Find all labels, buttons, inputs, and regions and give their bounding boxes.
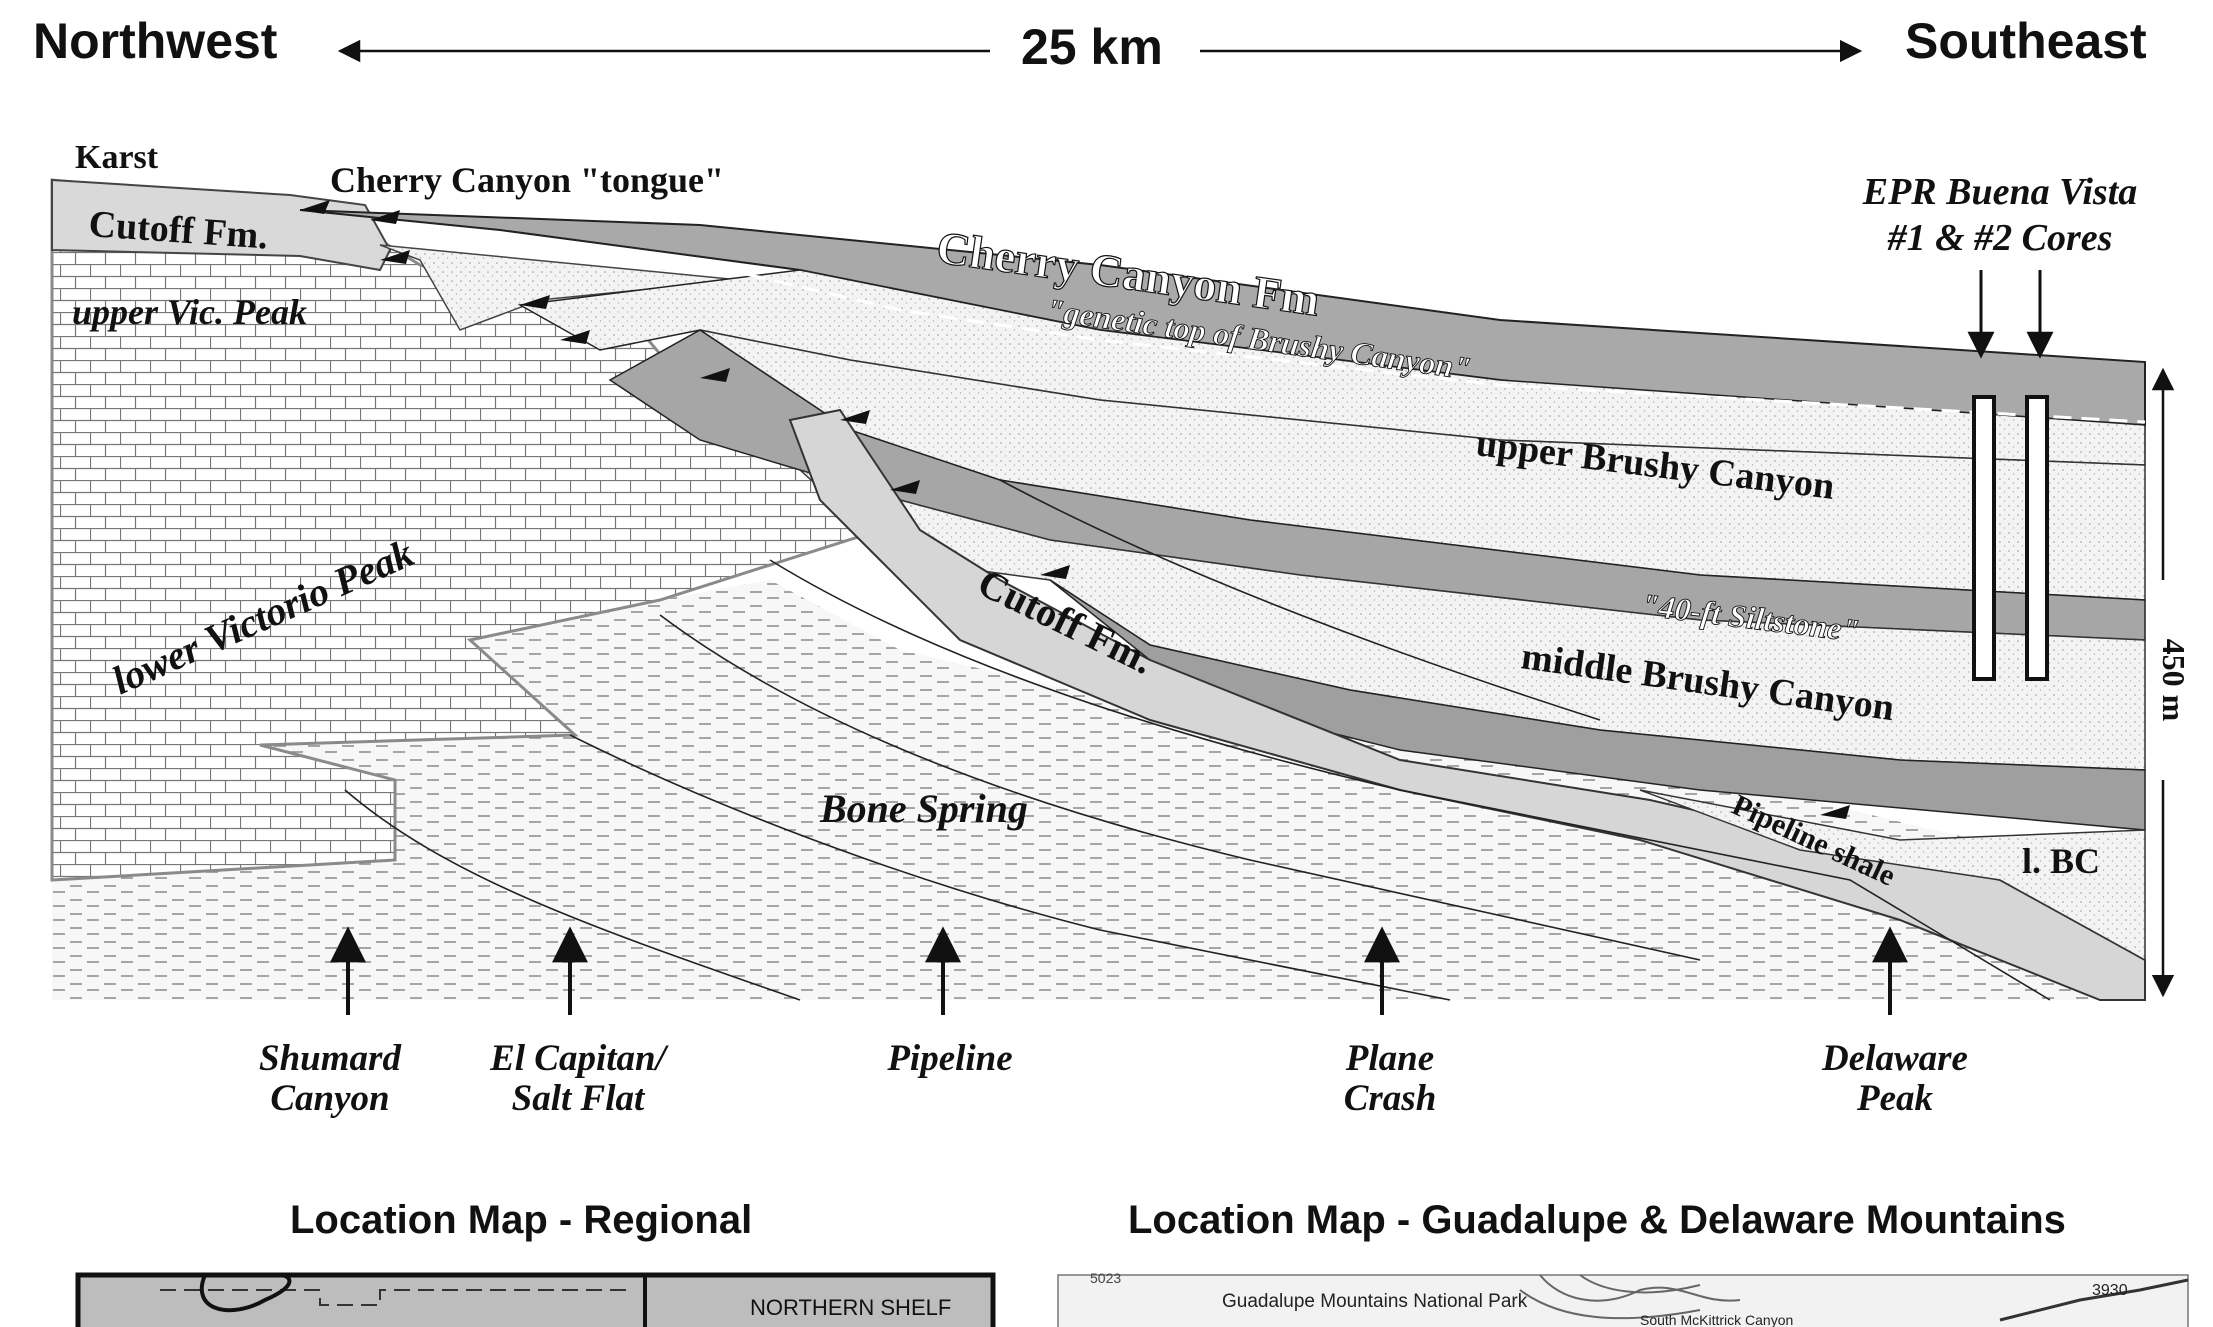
location-maps: Location Map - Regional Location Map - G…	[75, 1198, 2189, 1327]
lower-bc-label: l. BC	[2022, 841, 2100, 881]
onlap-arrow	[560, 330, 590, 344]
core-markers	[1967, 270, 2054, 681]
northwest-label: Northwest	[33, 13, 278, 69]
canyon-label: South McKittrick Canyon	[1640, 1312, 1793, 1327]
onlap-arrow	[370, 210, 400, 224]
onlap-arrow	[300, 200, 330, 214]
clinoform-line	[659, 614, 1701, 961]
genetic-top-line	[719, 266, 2146, 424]
onlap-arrow	[380, 250, 410, 264]
clinoform-line	[769, 559, 2051, 1001]
southeast-label: Southeast	[1905, 13, 2147, 69]
cutoff-lower-unit	[788, 408, 2146, 1001]
guadalupe-map-title: Location Map - Guadalupe & Delaware Moun…	[1128, 1198, 2066, 1242]
core-labels: EPR Buena Vista #1 & #2 Cores	[1862, 171, 2138, 259]
clinoform-line	[999, 479, 1601, 721]
strata: 450 m	[50, 178, 2192, 1015]
header: Northwest Southeast 25 km	[33, 13, 2147, 75]
clinoform-line	[569, 734, 1451, 1001]
locality-elcapitan-line2: Salt Flat	[512, 1078, 646, 1119]
onlap-arrow	[520, 295, 550, 309]
regional-map-boundary	[160, 1289, 630, 1306]
core-2	[2025, 395, 2049, 681]
locality-shumard-line2: Canyon	[270, 1078, 389, 1119]
elevation-label-1: 3930	[2092, 1282, 2128, 1299]
cherry-tongue-label: Cherry Canyon "tongue"	[330, 160, 724, 200]
locality-elcapitan-line1: El Capitan/	[489, 1038, 670, 1079]
scale-label: 25 km	[1021, 19, 1163, 75]
onlap-arrow	[700, 368, 730, 382]
vertical-scale: 450 m	[2151, 367, 2192, 998]
clinoform-lines	[344, 479, 2051, 1001]
locality-labels: Shumard Canyon El Capitan/ Salt Flat Pip…	[259, 1038, 1968, 1119]
locality-delaware-line1: Delaware	[1821, 1038, 1968, 1079]
vertical-scale-label: 450 m	[2156, 639, 2192, 722]
locality-delaware-line2: Peak	[1856, 1078, 1934, 1119]
park-label: Guadalupe Mountains National Park	[1222, 1291, 1528, 1312]
northern-shelf-label: NORTHERN SHELF	[750, 1295, 951, 1320]
lower-bc-unit	[1639, 789, 2146, 962]
onlap-arrow	[840, 410, 870, 424]
onlap-markers	[300, 200, 1850, 819]
upper-vic-peak-label: upper Vic. Peak	[72, 292, 307, 332]
onlap-arrow	[1820, 805, 1850, 819]
bone-spring-label: Bone Spring	[819, 786, 1028, 831]
clinoform-line	[344, 789, 801, 1001]
karst-label: Karst	[75, 139, 159, 176]
core-label-line1: EPR Buena Vista	[1862, 171, 2138, 213]
guadalupe-map: Guadalupe Mountains National Park South …	[1057, 1270, 2189, 1327]
locality-arrows	[330, 926, 1908, 1015]
core-label-line2: #1 & #2 Cores	[1887, 217, 2113, 259]
onlap-arrow	[1040, 565, 1070, 579]
locality-planecrash-line2: Crash	[1344, 1078, 1437, 1119]
locality-pipeline-line1: Pipeline	[886, 1038, 1012, 1079]
regional-map-reef-trend	[199, 1273, 292, 1313]
bone-spring-lower-band	[52, 880, 800, 1000]
elevation-label-2: 5023	[1090, 1270, 1121, 1286]
locality-shumard-line1: Shumard	[259, 1038, 401, 1079]
topo-contours	[1519, 1274, 1741, 1320]
regional-map: NORTHERN SHELF	[75, 1272, 996, 1327]
onlap-arrow	[890, 480, 920, 494]
locality-planecrash-line1: Plane	[1345, 1038, 1434, 1079]
bone-spring-unit	[52, 580, 2145, 1000]
regional-map-title: Location Map - Regional	[290, 1198, 752, 1242]
road-line	[1999, 1278, 2189, 1322]
regional-map-frame	[75, 1272, 996, 1327]
core-1	[1972, 395, 1996, 681]
